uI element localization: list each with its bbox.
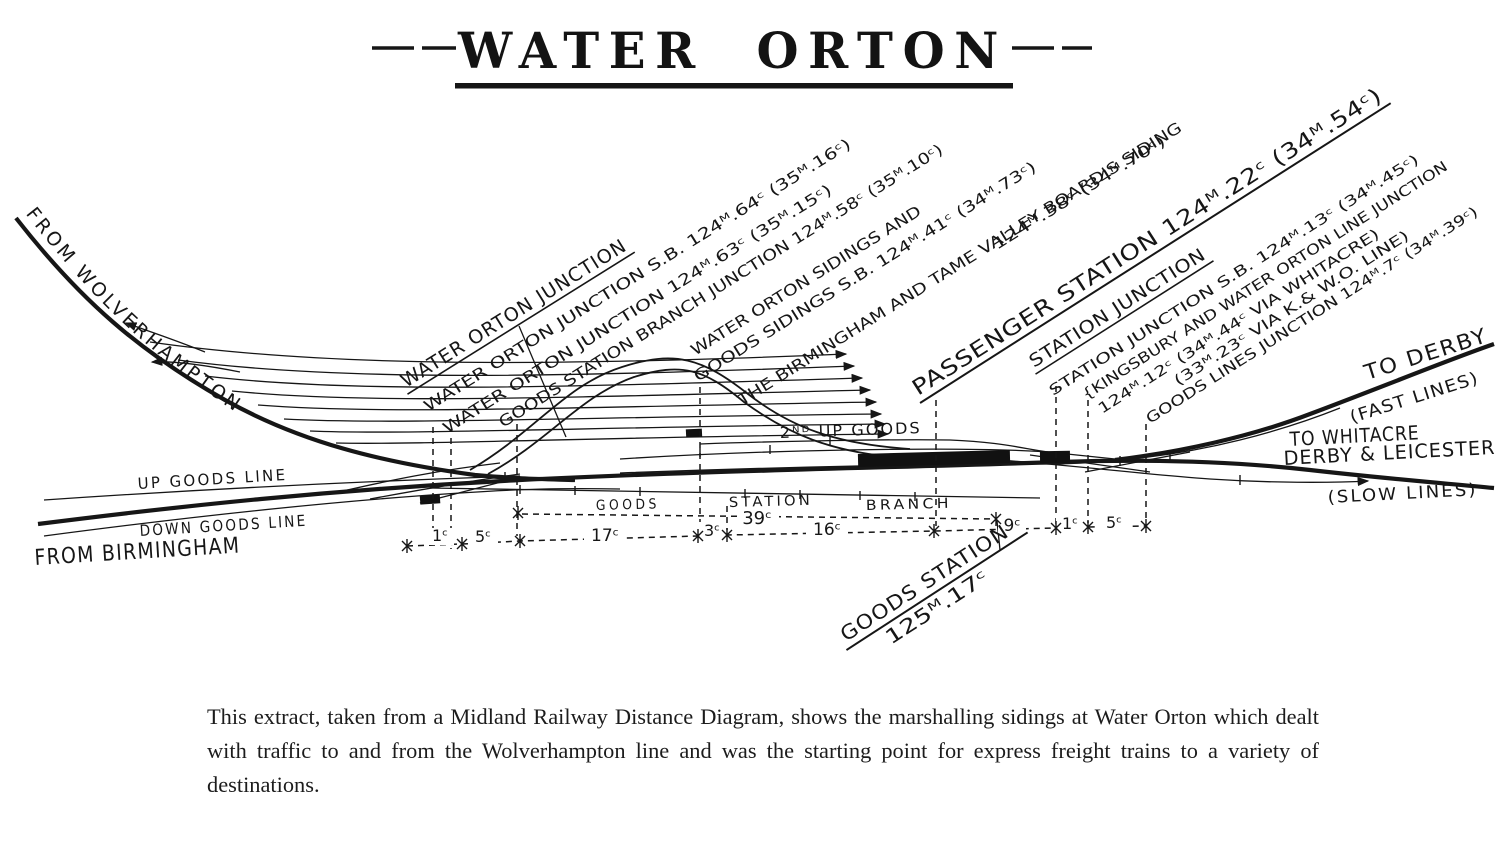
chainage-value: 5ᶜ [1106,513,1122,532]
reference-dashed-verticals [432,386,1147,549]
branch-word-station: STATION [729,493,813,511]
shunt-arrow-line [124,322,206,353]
route-label-from-wolverhampton-text: FROM WOLVERHAMPTON [21,203,243,417]
siding-line [177,359,856,377]
slow-line-arrow [999,459,1370,487]
track-main-slow-line [37,458,1495,527]
diagram-labels: FROM WOLVERHAMPTON UP GOODS LINE DOWN GO… [21,83,1496,651]
measurement-lines [401,325,1152,554]
branch-word-branch: BRANCH [866,496,952,514]
siding-line [231,385,872,400]
signal-box [1039,450,1071,464]
junction-leader-line [518,325,567,438]
shunt-arrow-line [150,356,241,373]
passenger-station-platform [857,450,1011,467]
branch-word-goods: GOODS [596,496,660,514]
label-knockouts [426,508,1132,546]
chainage-value: 3ᶜ [704,521,720,540]
branch-length-value: 39ᶜ [742,508,772,529]
label-underline [919,102,1392,404]
measure-marker [514,533,526,549]
title-underline [455,83,1013,89]
siding-line [204,373,864,388]
signal-box [419,494,441,505]
chainage-value: 17ᶜ [591,526,619,546]
label-underline [407,251,636,395]
route-label-second-up-goods: 2ᴺᴰ UP GOODS [780,419,923,442]
siding-line [335,429,890,444]
tick-marks [504,436,1241,501]
measure-marker [512,505,524,521]
track-fast-line [1114,342,1495,463]
branch-length-dashed-line [521,513,997,520]
route-label-from-wolverhampton: FROM WOLVERHAMPTON [21,203,246,417]
chainage-values: 1ᶜ 5ᶜ 17ᶜ 3ᶜ 16ᶜ 9ᶜ 1ᶜ 5ᶜ [432,513,1122,546]
track-second-up-goods [699,439,1049,453]
crossover-line [329,462,501,495]
chainage-value: 1ᶜ [1062,514,1078,533]
measure-marker [1140,518,1152,534]
siding-line [283,409,883,422]
siding-line [257,397,878,411]
route-label-from-birmingham: FROM BIRMINGHAM [34,533,241,571]
chainage-value: 9ᶜ [1003,516,1020,536]
goods-station-leader-line [996,520,1001,551]
signal-box [685,428,703,438]
label-underline [845,531,1029,651]
title-block: WATER ORTON [372,21,1092,89]
caption-text: This extract, taken from a Midland Railw… [207,704,1319,798]
chainage-value: 5ᶜ [475,527,491,546]
track-goods-branch [429,487,1041,499]
track-network [14,216,1495,537]
track-up-goods-line [43,475,521,501]
siding-line [309,419,887,433]
track-from-wolverhampton [14,216,576,483]
page-title: WATER ORTON [457,21,1008,80]
route-label-slow-lines: (SLOW LINES) [1327,480,1478,508]
track-platform-loop-upper [619,448,1116,460]
label-underline [1035,260,1214,375]
track-down-goods-line [43,487,621,537]
track-hump-line [469,357,911,471]
chainage-value: 1ᶜ [432,526,448,545]
chainage-value: 16ᶜ [813,520,841,540]
